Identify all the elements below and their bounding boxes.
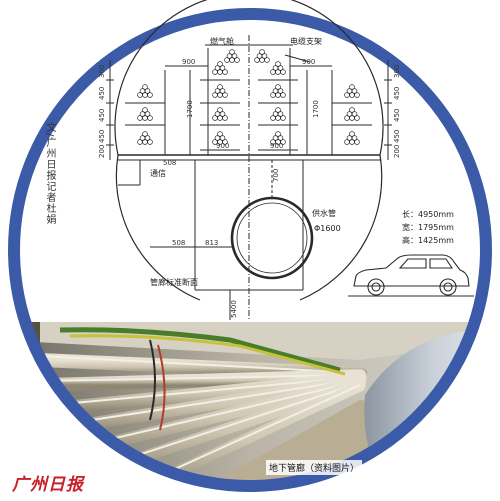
cable-circle <box>217 61 223 67</box>
cable-circle <box>229 49 235 55</box>
dim-left-450a: 450 <box>98 87 106 100</box>
cable-circle <box>354 139 360 145</box>
dim-508: 508 <box>163 159 176 167</box>
cable-circle <box>217 107 223 113</box>
cable-circle <box>219 111 226 117</box>
cable-circle <box>147 92 153 98</box>
dim-right-300: 300 <box>393 65 401 78</box>
dim-left-450c: 450 <box>98 130 106 143</box>
car-spec-length: 长：4950mm <box>402 210 454 219</box>
dim-right-450a: 450 <box>393 87 401 100</box>
dim-mid-left: 900 <box>216 142 229 150</box>
cable-circle <box>280 139 286 145</box>
cable-circle <box>354 115 360 121</box>
car-specs: 长：4950mm 宽：1795mm 高：1425mm <box>402 208 454 247</box>
cable-circle <box>144 88 151 94</box>
cable-circle <box>277 65 284 71</box>
cable-circle <box>261 53 268 59</box>
dim-1700-left: 1700 <box>186 100 194 118</box>
dim-right-450b: 450 <box>393 109 401 122</box>
cable-circle <box>142 84 148 90</box>
car-spec-height: 高：1425mm <box>402 236 454 245</box>
cable-circle <box>144 135 151 141</box>
cable-circle <box>142 131 148 137</box>
cable-circle <box>222 115 228 121</box>
cross-section-drawing <box>106 0 392 320</box>
cable-circle <box>349 131 355 137</box>
label-water-pipe-size: Φ1600 <box>314 224 341 233</box>
cable-circle <box>219 135 226 141</box>
dim-1700-right: 1700 <box>312 100 320 118</box>
cable-bundles <box>137 49 360 145</box>
photo-caption: 地下管廊（资料图片） <box>266 460 363 475</box>
byline: 文/广州日报记者杜娟 <box>44 122 55 226</box>
section-title: 管廊标准断面 <box>150 277 198 287</box>
pipe-highlight <box>39 376 361 407</box>
cable-circle <box>275 61 281 67</box>
cable-circle <box>231 53 238 59</box>
pipe-highlight <box>39 355 361 374</box>
pipe-highlight <box>39 374 361 382</box>
dim-508b: 508 <box>172 239 185 247</box>
dim-right-200: 200 <box>393 145 401 158</box>
cable-circle <box>142 107 148 113</box>
dim-top-left: 900 <box>182 58 195 66</box>
dim-right-450c: 450 <box>393 130 401 143</box>
cable-circle <box>234 57 240 63</box>
dim-top-right: 900 <box>302 58 315 66</box>
cable-circle <box>349 84 355 90</box>
cable-circle <box>259 49 265 55</box>
label-water-pipe: 供水管 <box>312 208 336 218</box>
cable-circle <box>275 107 281 113</box>
cable-circle <box>351 111 358 117</box>
label-duct: 通信 <box>150 168 166 178</box>
cable-circle <box>349 107 355 113</box>
dim-700: 700 <box>272 169 280 182</box>
cable-circle <box>277 88 284 94</box>
dim-mid-right: 900 <box>270 142 283 150</box>
cable-circle <box>280 115 286 121</box>
cable-circle <box>275 84 281 90</box>
cable-circle <box>275 131 281 137</box>
dim-left-450b: 450 <box>98 109 106 122</box>
dim-813: 813 <box>205 239 218 247</box>
blue-ring <box>8 8 492 492</box>
dim-left-200: 200 <box>98 145 106 158</box>
cable-circle <box>264 57 270 63</box>
cable-circle <box>280 69 286 75</box>
cable-circle <box>354 92 360 98</box>
dim-left-300: 300 <box>98 65 106 78</box>
cable-circle <box>277 111 284 117</box>
cable-circle <box>277 135 284 141</box>
cable-circle <box>219 88 226 94</box>
cable-circle <box>280 92 286 98</box>
cable-circle <box>222 69 228 75</box>
label-cable-support: 电缆支架 <box>290 36 322 46</box>
cable-circle <box>219 65 226 71</box>
cable-circle <box>147 139 153 145</box>
car-spec-width: 宽：1795mm <box>402 223 454 232</box>
cable-circle <box>147 115 153 121</box>
cable-circle <box>351 88 358 94</box>
car-drawing <box>348 254 474 297</box>
cable-circle <box>222 92 228 98</box>
cable-circle <box>222 139 228 145</box>
cable-circle <box>217 84 223 90</box>
cable-circle <box>351 135 358 141</box>
cable-circle <box>144 111 151 117</box>
label-cable-tray: 燃气舱 <box>210 36 234 46</box>
newspaper-logo: 广州日报 <box>12 475 84 495</box>
cable-circle <box>217 131 223 137</box>
dim-5400: 5400 <box>230 300 238 318</box>
